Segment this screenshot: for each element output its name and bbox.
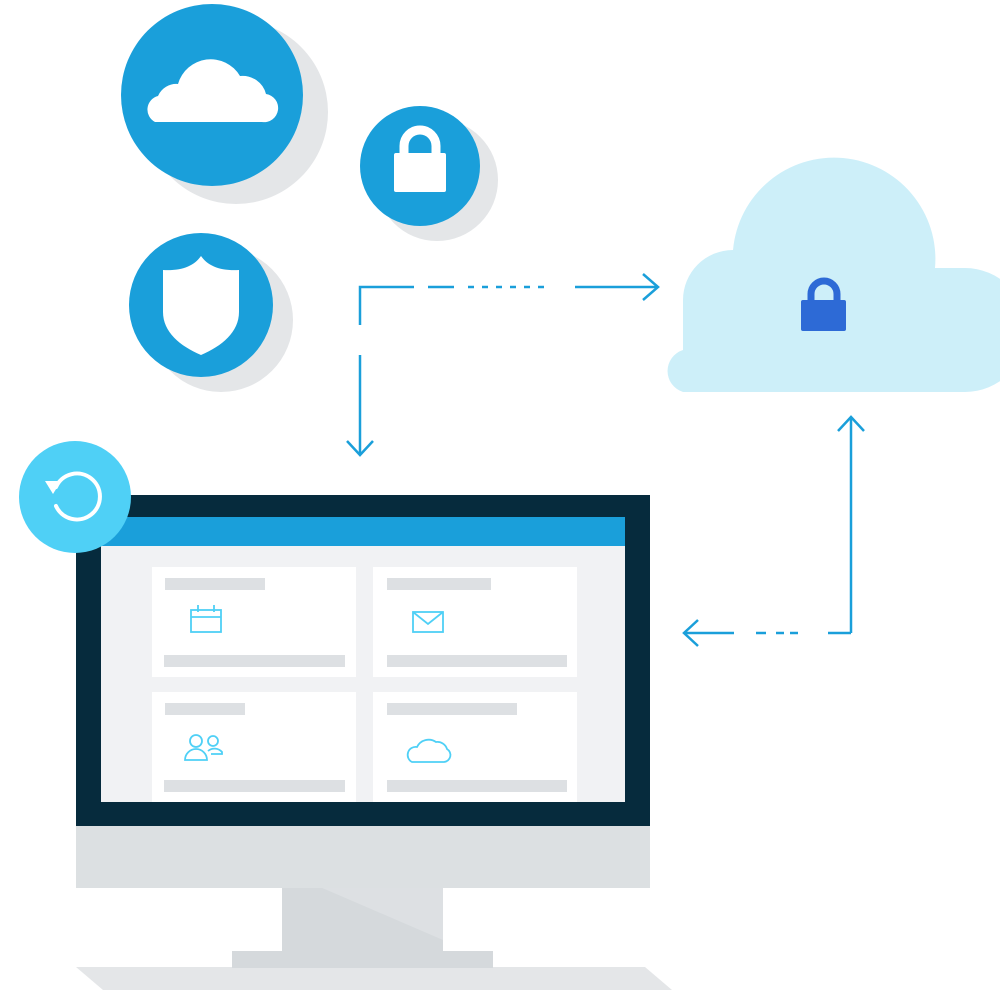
cloud-up-arrow [837,415,865,633]
floating-cloud-badge [121,4,328,204]
desktop-monitor [76,495,672,990]
cloud-icon [147,59,279,123]
sync-to-desktop-arrow [346,355,374,457]
mail-card[interactable] [373,567,577,677]
refresh-icon [45,471,102,522]
calendar-card[interactable] [152,567,356,677]
floating-shield-badge [129,233,293,392]
floating-lock-badge [360,106,498,241]
cloud-lock-icon [801,277,846,331]
contacts-card[interactable] [152,692,356,802]
sync-to-cloud-arrow [358,273,660,325]
cloud-to-desktop-arrow [682,619,851,647]
screen-header-bar [101,517,625,546]
refresh-badge[interactable] [19,441,131,553]
monitor-screen [101,517,625,802]
lock-icon [394,125,446,192]
people-icon [184,734,223,761]
cloud-icon [406,738,452,763]
remote-cloud-storage [667,157,1000,392]
cloud-storage-card[interactable] [373,692,577,802]
mail-icon [412,611,444,633]
calendar-icon [190,605,222,633]
shield-icon [163,256,239,355]
